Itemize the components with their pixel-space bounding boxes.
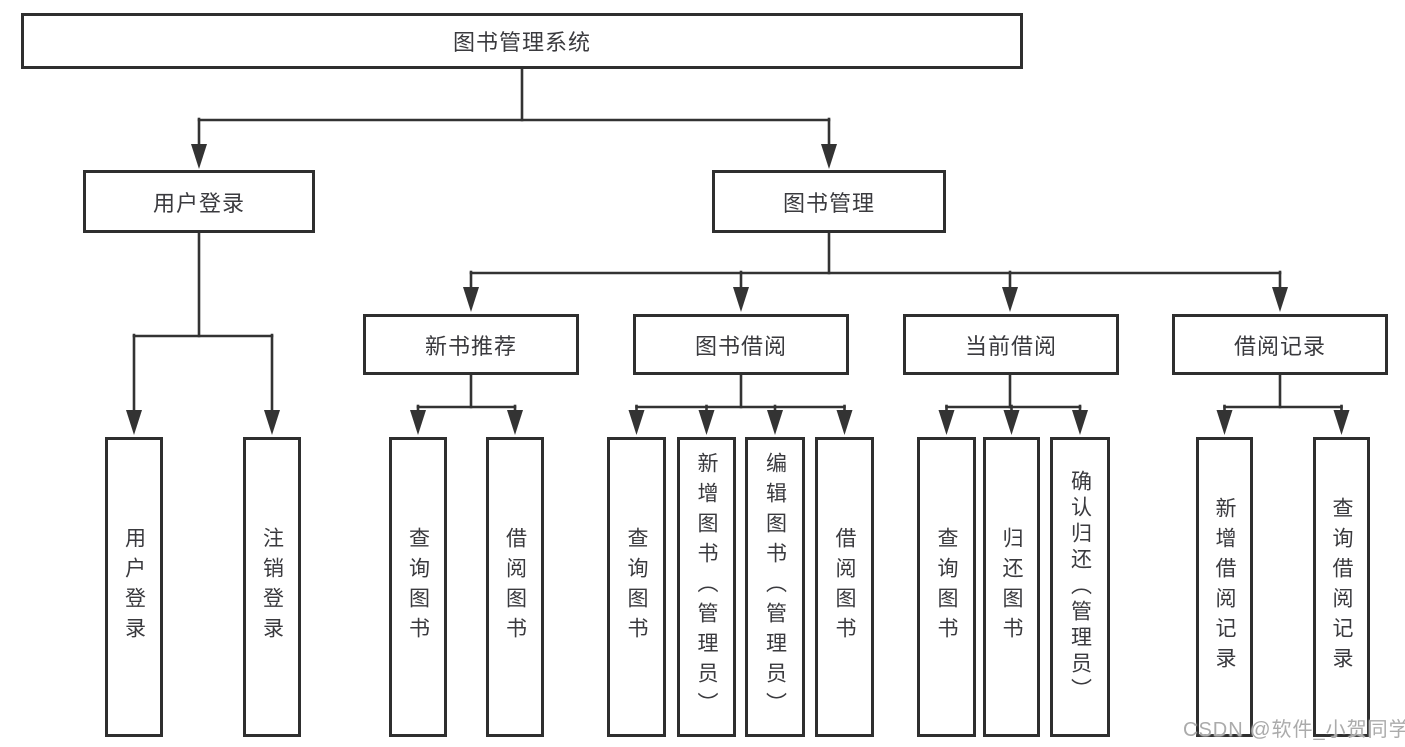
- leaf-confirm-return-admin: 确认归还（管理员）: [1050, 437, 1110, 737]
- leaf-confirm-return-admin-label: 确认归还（管理员）: [1068, 470, 1092, 704]
- leaf-borrow-books-recommend: 借阅图书: [486, 437, 544, 737]
- leaf-user-login: 用户登录: [105, 437, 163, 737]
- leaf-search-books-borrowing-label: 查询图书: [625, 527, 648, 647]
- node-new-book-recommend-label: 新书推荐: [424, 333, 517, 359]
- leaf-return-books-label: 归还图书: [1000, 527, 1023, 647]
- leaf-search-borrow-record-label: 查询借阅记录: [1330, 497, 1353, 677]
- leaf-search-books-current-label: 查询图书: [935, 527, 958, 647]
- node-book-borrowing: 图书借阅: [633, 314, 849, 375]
- node-book-management-label: 图书管理: [782, 190, 875, 216]
- leaf-add-books-admin-label: 新增图书（管理员）: [695, 452, 718, 722]
- node-current-borrowing-label: 当前借阅: [964, 333, 1057, 359]
- leaf-search-books-current: 查询图书: [917, 437, 976, 737]
- leaf-search-borrow-record: 查询借阅记录: [1313, 437, 1370, 737]
- leaf-search-books-recommend-label: 查询图书: [406, 527, 430, 647]
- leaf-add-borrow-record: 新增借阅记录: [1196, 437, 1253, 737]
- leaf-add-books-admin: 新增图书（管理员）: [677, 437, 736, 737]
- arrowheads: [126, 144, 1350, 435]
- node-user-login: 用户登录: [83, 170, 315, 233]
- leaf-edit-books-admin: 编辑图书（管理员）: [745, 437, 805, 737]
- node-borrowing-records-label: 借阅记录: [1233, 333, 1326, 359]
- leaf-logout-label: 注销登录: [260, 527, 284, 647]
- leaf-borrow-books-recommend-label: 借阅图书: [503, 527, 527, 647]
- leaf-logout: 注销登录: [243, 437, 301, 737]
- leaf-borrow-books-label: 借阅图书: [833, 527, 856, 647]
- node-current-borrowing: 当前借阅: [903, 314, 1119, 375]
- node-root-label: 图书管理系统: [452, 30, 591, 55]
- csdn-watermark: CSDN @软件_小贺同学: [1183, 719, 1405, 741]
- leaf-search-books-borrowing: 查询图书: [607, 437, 666, 737]
- leaf-add-borrow-record-label: 新增借阅记录: [1213, 497, 1236, 677]
- node-user-login-label: 用户登录: [152, 190, 245, 216]
- node-root-library-system: 图书管理系统: [21, 13, 1023, 69]
- leaf-return-books: 归还图书: [983, 437, 1040, 737]
- leaf-user-login-label: 用户登录: [122, 527, 146, 647]
- leaf-borrow-books: 借阅图书: [815, 437, 874, 737]
- leaf-search-books-recommend: 查询图书: [389, 437, 447, 737]
- node-borrowing-records: 借阅记录: [1172, 314, 1388, 375]
- leaf-edit-books-admin-label: 编辑图书（管理员）: [763, 452, 787, 722]
- node-book-management: 图书管理: [712, 170, 946, 233]
- node-book-borrowing-label: 图书借阅: [694, 333, 787, 359]
- node-new-book-recommend: 新书推荐: [363, 314, 579, 375]
